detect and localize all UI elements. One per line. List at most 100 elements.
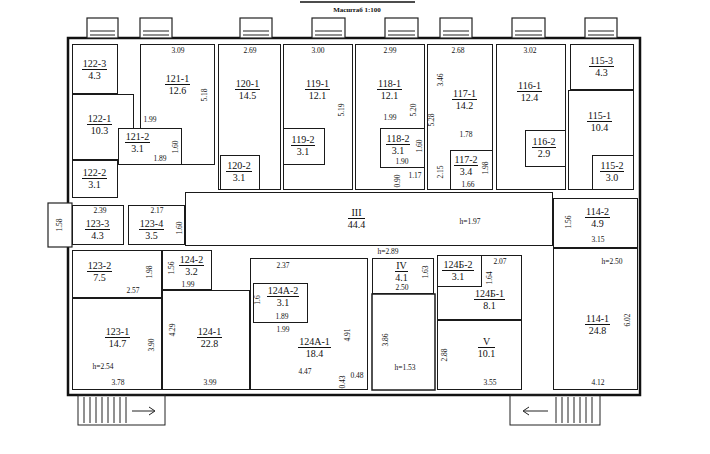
- room-number: 124Б-2: [442, 259, 473, 271]
- dimension-label: 2.17: [150, 207, 163, 215]
- dimension-label: 5.20: [410, 103, 418, 116]
- room-label: V10.1: [478, 336, 496, 359]
- height-label: h=2.54: [92, 363, 113, 371]
- room-number: 116-1: [517, 80, 542, 92]
- room-label: 124Б-23.1: [442, 259, 473, 282]
- room-area: 7.5: [87, 272, 112, 283]
- dimension-label: 4.47: [298, 368, 311, 376]
- dimension-label: 1.99: [276, 326, 289, 334]
- room-box: 119-23.1: [283, 128, 325, 165]
- dimension-label: 1.90: [395, 158, 408, 166]
- room-number: 115-2: [600, 160, 625, 172]
- room-label: 123-114.7: [105, 326, 130, 349]
- room-label: 124А-23.1: [267, 285, 300, 308]
- steps-outline: [78, 395, 165, 425]
- dimension-label: 1.89: [275, 313, 288, 321]
- room-area: 3.1: [442, 271, 473, 282]
- room-area: 14.7: [105, 338, 130, 349]
- room-number: 119-1: [305, 78, 330, 90]
- room-box: 122-34.3: [72, 44, 118, 94]
- dimension-label: 3.02: [523, 47, 536, 55]
- dimension-label: 1.66: [461, 181, 474, 189]
- room-number: 117-2: [454, 154, 479, 166]
- dimension-label: 1.60: [416, 139, 424, 152]
- room-label: 122-23.1: [82, 167, 107, 190]
- room-box: III44.4: [185, 192, 553, 246]
- room-number: 118-1: [377, 78, 402, 90]
- dimension-label: 1.17: [408, 172, 421, 180]
- entry-arrow: [523, 407, 548, 415]
- dimension-label: 1.99: [181, 281, 194, 289]
- room-label: 114-24.9: [585, 206, 610, 229]
- room-label: 122-34.3: [82, 58, 107, 81]
- room-label: 115-110.4: [587, 110, 612, 133]
- room-area: 4.3: [82, 70, 107, 81]
- window-bay: [48, 203, 72, 247]
- dimension-label: 5.18: [201, 88, 209, 101]
- room-label: 115-23.0: [600, 160, 625, 183]
- room-label: 120-114.5: [235, 78, 260, 101]
- room-label: 119-112.1: [305, 78, 330, 101]
- dimension-label: 2.69: [243, 47, 256, 55]
- room-label: 123-27.5: [87, 260, 112, 283]
- room-number: 124-2: [179, 254, 204, 266]
- room-box: 124Б-23.1: [437, 255, 482, 287]
- dimension-label: 1.56: [168, 261, 176, 274]
- steps-outline: [510, 395, 600, 425]
- height-label: h=1.97: [459, 218, 480, 226]
- height-label: h=1.53: [394, 364, 415, 372]
- room-area: 3.1: [125, 143, 150, 154]
- room-area: 4.3: [85, 230, 110, 241]
- room-label: 117-23.4: [454, 154, 479, 177]
- room-number: 123-1: [105, 326, 130, 338]
- dimension-label: 2.57: [126, 287, 139, 295]
- room-area: 3.1: [291, 146, 316, 157]
- room-number: 122-3: [82, 58, 107, 70]
- room-number: 121-1: [165, 73, 190, 85]
- dimension-label: 1.99: [143, 116, 156, 124]
- dimension-label: 3.55: [483, 379, 496, 387]
- dimension-label: 1.6: [254, 295, 262, 304]
- room-number: 117-1: [452, 88, 477, 100]
- room-area: 3.1: [267, 297, 300, 308]
- scale-title: Масштаб 1:100: [333, 6, 381, 14]
- dimension-label: 1.64: [486, 271, 494, 284]
- dimension-label: 3.99: [203, 379, 216, 387]
- room-label: 123-34.3: [85, 218, 110, 241]
- dimension-label: 5.28: [428, 113, 436, 126]
- room-number: 121-2: [125, 131, 150, 143]
- room-number: III: [348, 207, 366, 219]
- room-label: 124Б-18.1: [474, 288, 505, 311]
- room-number: IV: [395, 260, 408, 272]
- room-area: 14.5: [235, 90, 260, 101]
- room-box: 115-34.3: [570, 44, 634, 90]
- room-number: 124Б-1: [474, 288, 505, 300]
- dimension-label: 1.78: [459, 131, 472, 139]
- dimension-label: 3.46: [437, 73, 445, 86]
- room-area: 3.1: [226, 172, 251, 183]
- room-area: 14.2: [452, 100, 477, 111]
- room-number: 115-3: [589, 55, 614, 67]
- height-label: h=2.50: [601, 258, 622, 266]
- room-number: 123-4: [139, 218, 164, 230]
- room-number: 118-2: [386, 133, 411, 145]
- room-number: 114-1: [585, 313, 610, 325]
- room-area: 2.9: [532, 148, 557, 159]
- window-frame: [90, 31, 614, 35]
- dimension-label: 2.37: [276, 262, 289, 270]
- room-area: 4.3: [589, 67, 614, 78]
- room-box: 120-23.1: [220, 155, 260, 190]
- room-label: 118-112.1: [377, 78, 402, 101]
- room-label: 121-112.6: [165, 73, 190, 96]
- room-area: 3.1: [386, 145, 411, 156]
- dimension-label: 2.39: [93, 207, 106, 215]
- scale-bar: [300, 1, 415, 3]
- room-label: 121-23.1: [125, 131, 150, 154]
- dimension-label: 3.90: [148, 338, 156, 351]
- room-box: 116-22.9116-112.4: [496, 44, 566, 190]
- room-label: 116-112.4: [517, 80, 542, 103]
- dimension-label: 3.86: [382, 333, 390, 346]
- room-area: 12.1: [377, 90, 402, 101]
- dimension-label: 6.02: [624, 313, 632, 326]
